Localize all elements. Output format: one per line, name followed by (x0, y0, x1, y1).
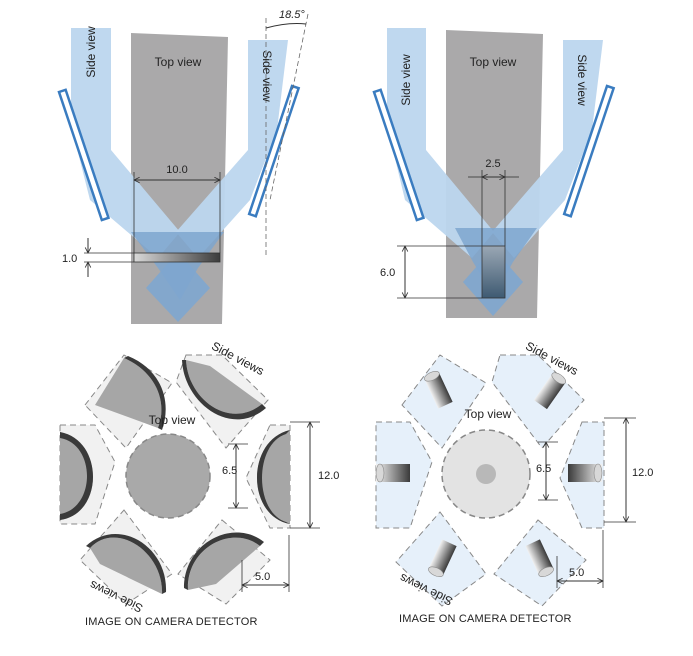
dim-5-label: 5.0 (569, 567, 584, 579)
half-disc-bottom-left (90, 537, 163, 594)
side-view-beam-right (492, 40, 603, 258)
dim-2-5-label: 2.5 (485, 158, 500, 170)
dim-12-label: 12.0 (632, 467, 653, 479)
top-view-label: Top view (470, 55, 517, 69)
cylinder-right (568, 463, 603, 483)
dim-6-5-label: 6.5 (222, 465, 237, 477)
side-view-label-left: Side view (84, 26, 98, 78)
cylinder-top-left (424, 370, 453, 409)
cylinder-bottom-right (525, 539, 554, 578)
mirror-right (562, 84, 616, 218)
panel-top-right: 2.5 6.0 Top view Side view Side view (372, 28, 616, 318)
side-view-label-right: Side view (575, 54, 589, 106)
caption: IMAGE ON CAMERA DETECTOR (85, 616, 258, 628)
dim-10-label: 10.0 (166, 164, 187, 176)
panel-bottom-left: Side views Side views Top view 6.5 12.0 … (59, 339, 339, 628)
angle-label: 18.5° (279, 9, 305, 21)
side-view-beam-right (176, 40, 288, 258)
dim-1-label: 1.0 (62, 253, 77, 265)
dim-6-label: 6.0 (380, 267, 395, 279)
cylinder-left (375, 463, 410, 483)
top-view-rod-section (476, 464, 496, 484)
half-disc-bottom-right (187, 537, 260, 590)
caption: IMAGE ON CAMERA DETECTOR (399, 613, 572, 625)
panel-top-left: 10.0 1.0 18.5° Top view Side view Side v… (57, 9, 309, 324)
mirror-left (57, 88, 111, 222)
mirror-left (372, 88, 426, 222)
sample-rod (481, 245, 506, 299)
dim-5-label: 5.0 (255, 571, 270, 583)
beam-crossing (146, 252, 210, 322)
top-view-label: Top view (465, 407, 512, 421)
side-view-label-left: Side view (399, 54, 413, 106)
half-disc-top-right (186, 360, 262, 414)
cylinder-bottom-left (428, 539, 457, 578)
sample-bar (133, 252, 221, 263)
angle-arc (265, 23, 307, 29)
half-disc-top-left (95, 358, 162, 428)
dim-12-label: 12.0 (318, 470, 339, 482)
dim-6-5-label: 6.5 (536, 463, 551, 475)
side-view-label-right: Side view (260, 50, 274, 102)
top-view-label: Top view (155, 55, 202, 69)
panel-bottom-right: Side views Side views Top view 6.5 12.0 … (375, 339, 653, 625)
cylinder-top-right (533, 372, 567, 410)
top-view-disc (125, 433, 211, 519)
top-view-label: Top view (149, 413, 196, 427)
